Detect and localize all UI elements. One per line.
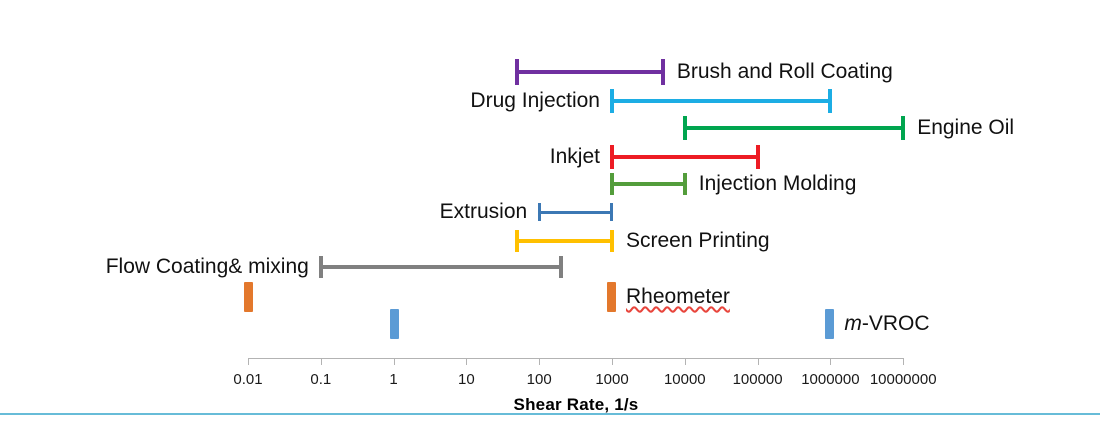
series-label-m-vroc: m-VROC [844, 313, 929, 334]
range-cap-left [537, 203, 541, 221]
x-axis-tick [757, 358, 759, 365]
range-cap-right [559, 256, 564, 278]
range-line [612, 99, 831, 103]
series-label-rheometer: Rheometer [626, 285, 730, 308]
x-axis-tick-label: 1000 [595, 371, 629, 388]
range-cap-left [318, 256, 323, 278]
x-axis-tick-label: 10 [458, 371, 475, 388]
series-label-italic-prefix: m [844, 312, 862, 335]
range-cap-left [515, 230, 520, 252]
series-label-inkjet: Inkjet [549, 145, 600, 168]
x-axis-tick [393, 358, 395, 365]
range-cap-right [607, 282, 616, 312]
range-line [517, 239, 612, 243]
range-line [539, 210, 612, 214]
series-label-flow-coating-and-mixing: Flow Coating& mixing [105, 255, 309, 278]
x-axis-tick [684, 358, 686, 365]
series-label-drug-injection: Drug Injection [470, 89, 600, 112]
series-label-screen-printing: Screen Printing [626, 229, 770, 252]
range-cap-left [515, 59, 520, 85]
range-cap-right [825, 309, 835, 339]
range-line [517, 70, 663, 74]
x-axis-tick [248, 358, 249, 365]
series-label-engine-oil: Engine Oil [917, 116, 1015, 139]
range-cap-right [828, 89, 833, 113]
x-axis-tick [830, 358, 832, 365]
x-axis-tick [903, 358, 905, 365]
x-axis-tick-label: 100 [526, 371, 552, 388]
range-line [320, 265, 562, 269]
range-cap-right [682, 173, 687, 195]
range-line [684, 126, 904, 130]
x-axis-tick-label: 100000 [732, 371, 783, 388]
range-cap-right [609, 230, 614, 252]
range-cap-left [610, 89, 614, 113]
range-cap-left [244, 282, 253, 312]
x-axis-tick-label: 1 [389, 371, 398, 388]
range-cap-left [389, 309, 399, 339]
bottom-divider [0, 413, 1100, 415]
x-axis-tick-label: 1000000 [801, 371, 860, 388]
range-line [612, 155, 758, 159]
x-axis-tick [612, 358, 613, 365]
range-cap-right [610, 203, 614, 221]
x-axis-tick [466, 358, 468, 365]
x-axis-tick-label: 0.01 [233, 371, 263, 388]
series-label-brush-and-roll-coating: Brush and Roll Coating [676, 60, 893, 83]
x-axis-tick-label: 10000 [663, 371, 706, 388]
x-axis-line [248, 358, 904, 359]
range-line [612, 182, 685, 186]
range-cap-left [682, 116, 687, 140]
range-cap-left [610, 145, 614, 169]
range-cap-right [901, 116, 906, 140]
x-axis-title: Shear Rate, 1/s [513, 395, 639, 414]
x-axis-tick-label: 10000000 [869, 371, 937, 388]
range-cap-left [610, 173, 614, 195]
x-axis-tick [539, 358, 541, 365]
series-label-rest: -VROC [861, 312, 930, 335]
x-axis-tick-label: 0.1 [310, 371, 332, 388]
series-label-injection-molding: Injection Molding [698, 172, 857, 195]
x-axis-tick [320, 358, 322, 365]
range-cap-right [660, 59, 665, 85]
range-cap-right [755, 145, 760, 169]
series-label-extrusion: Extrusion [439, 200, 528, 223]
